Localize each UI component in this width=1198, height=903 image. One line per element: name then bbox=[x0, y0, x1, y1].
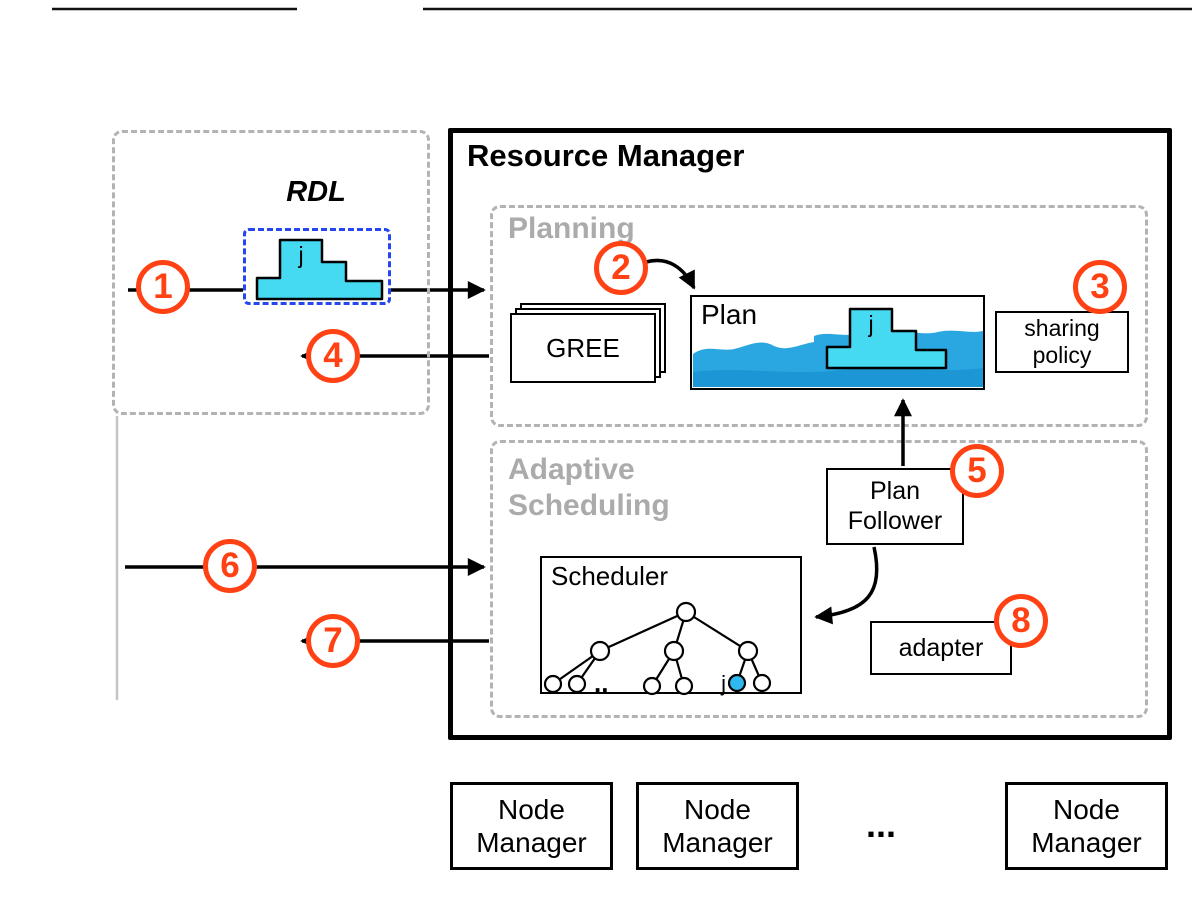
step-4-badge: 4 bbox=[306, 329, 360, 383]
step-5-badge: 5 bbox=[950, 444, 1004, 498]
sharing-policy-box: sharing policy bbox=[995, 311, 1129, 373]
gree-stack: GREE bbox=[505, 298, 675, 393]
plan-follower-label: Plan Follower bbox=[847, 477, 943, 535]
resource-manager-box bbox=[448, 128, 1172, 740]
adapter-box: adapter bbox=[870, 621, 1012, 675]
step-1-badge: 1 bbox=[136, 260, 190, 314]
step-8-badge: 8 bbox=[994, 594, 1048, 648]
gree-sheet-front: GREE bbox=[510, 313, 656, 383]
plan-label: Plan bbox=[701, 299, 758, 330]
node-manager-ellipsis: ... bbox=[866, 804, 897, 845]
step-6-badge: 6 bbox=[203, 539, 257, 593]
node-manager-label-1: Node Manager bbox=[476, 793, 587, 858]
step-2-badge: 2 bbox=[594, 241, 648, 295]
step-1-number: 1 bbox=[153, 267, 173, 306]
rdl-job-dashed-box bbox=[243, 228, 391, 305]
adaptive-scheduling-label: Adaptive Scheduling bbox=[508, 453, 670, 522]
plan-follower-box: Plan Follower bbox=[826, 468, 964, 545]
adaptive-scheduling-section-box bbox=[490, 440, 1148, 718]
gree-label: GREE bbox=[546, 332, 620, 363]
resource-manager-title: Resource Manager bbox=[467, 138, 745, 173]
step-6-number: 6 bbox=[220, 546, 240, 585]
step-7-number: 7 bbox=[323, 621, 343, 660]
client-boundary-box bbox=[112, 130, 430, 415]
step-5-number: 5 bbox=[967, 451, 987, 490]
step-4-number: 4 bbox=[323, 336, 343, 375]
planning-section-label: Planning bbox=[508, 212, 635, 245]
step-3-number: 3 bbox=[1090, 267, 1110, 306]
scheduler-label: Scheduler bbox=[551, 561, 669, 591]
adapter-label: adapter bbox=[898, 633, 984, 662]
planning-section-box bbox=[490, 205, 1148, 427]
step-3-badge: 3 bbox=[1073, 260, 1127, 314]
node-manager-box-1: Node Manager bbox=[450, 782, 613, 870]
step-7-badge: 7 bbox=[306, 614, 360, 668]
sharing-policy-label: sharing policy bbox=[1024, 314, 1100, 368]
node-manager-box-3: Node Manager bbox=[1005, 782, 1168, 870]
node-manager-label-2: Node Manager bbox=[662, 793, 773, 858]
node-manager-box-2: Node Manager bbox=[636, 782, 799, 870]
node-manager-label-3: Node Manager bbox=[1031, 793, 1142, 858]
step-8-number: 8 bbox=[1011, 601, 1031, 640]
step-2-number: 2 bbox=[611, 248, 631, 287]
rdl-label: RDL bbox=[286, 176, 346, 208]
